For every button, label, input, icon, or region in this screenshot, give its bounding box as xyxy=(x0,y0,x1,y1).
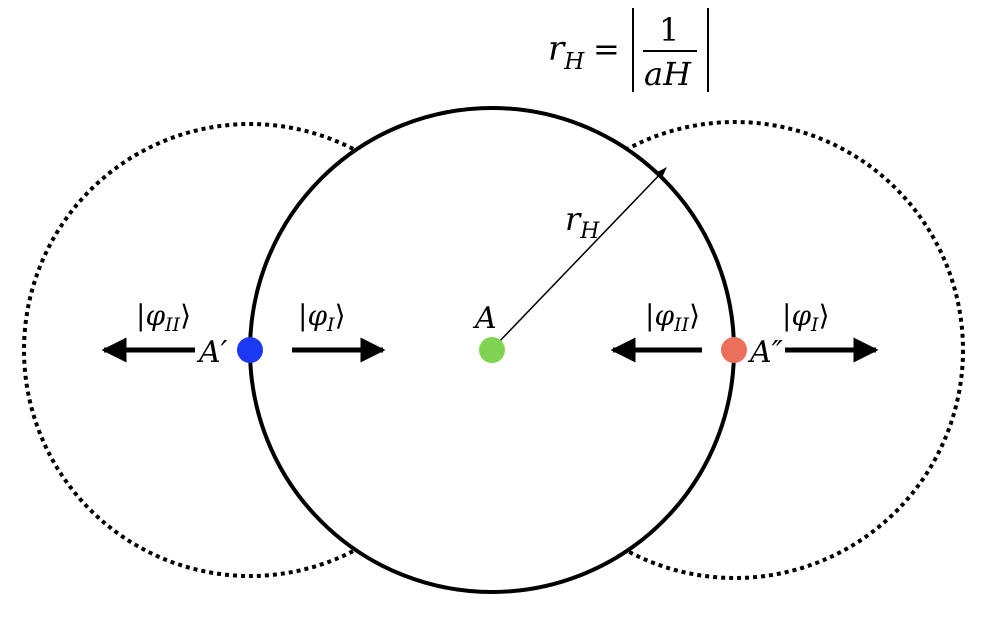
formula-equals: = xyxy=(593,30,620,68)
point-a-label: A xyxy=(472,301,497,336)
state-left-outer: |φII⟩ xyxy=(136,299,191,336)
svg-text:rH: rH xyxy=(548,29,585,75)
state-right-inner: |φII⟩ xyxy=(645,299,700,336)
formula-lhs: r xyxy=(548,29,566,69)
state-left-inner: |φI⟩ xyxy=(298,299,346,336)
point-a-prime-label: A′ xyxy=(196,335,228,370)
horizon-radius-formula: rH = 1 aH xyxy=(548,8,709,93)
formula-denominator: aH xyxy=(644,55,692,93)
point-a-double-prime-label: A″ xyxy=(747,335,784,370)
formula-numerator: 1 xyxy=(659,11,679,49)
point-a-dot xyxy=(479,337,505,363)
radius-label: rH xyxy=(565,200,600,244)
point-a-double-prime-dot xyxy=(721,337,747,363)
state-right-outer: |φI⟩ xyxy=(782,299,830,336)
point-a-prime-dot xyxy=(237,337,263,363)
radius-arrow xyxy=(495,167,667,346)
formula-lhs-sub: H xyxy=(563,49,585,75)
